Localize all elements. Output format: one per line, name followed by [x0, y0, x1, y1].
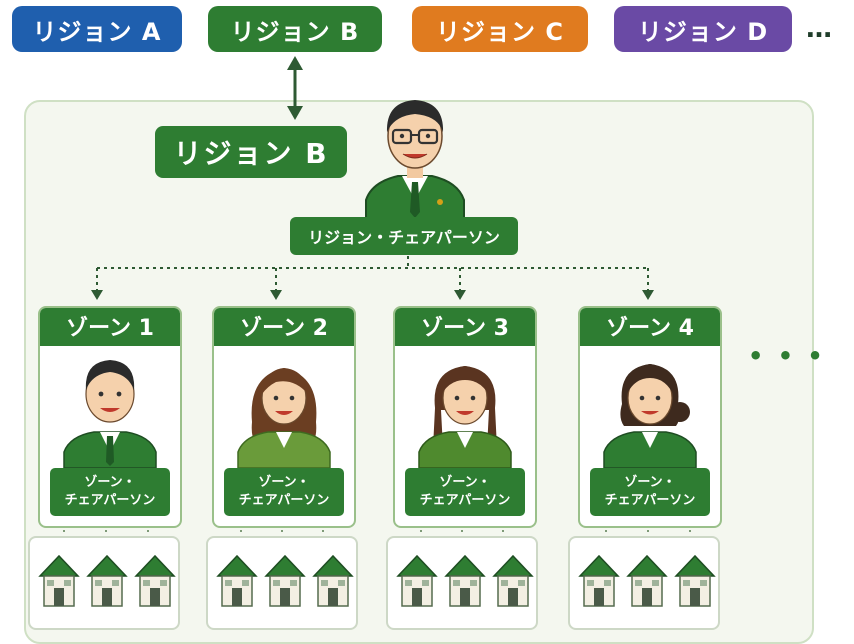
region-pill-d[interactable]: リジョン D [614, 6, 792, 52]
zone-role-line1: ゾーン・ [439, 475, 491, 490]
zone-role-line1: ゾーン・ [258, 475, 310, 490]
zone-role-line1: ゾーン・ [84, 475, 136, 490]
dotted-tree-lines [96, 256, 649, 292]
zone-chairperson-role: ゾーン・ チェアパーソン [224, 468, 344, 516]
zone-card-1[interactable]: ゾーン 1 ゾーン・ チェアパーソン [38, 306, 182, 528]
zone-card-4[interactable]: ゾーン 4 ゾーン・ チェアパーソン [578, 306, 722, 528]
more-regions-ellipsis: … [806, 14, 834, 44]
more-zones-ellipsis: • • • [748, 342, 826, 370]
region-chairperson-role: リジョン・チェアパーソン [290, 217, 518, 255]
zone-chairperson-portrait-woman [603, 364, 697, 468]
zone-title: ゾーン 2 [214, 308, 354, 346]
region-chairperson-portrait [365, 100, 465, 220]
house-icon [313, 555, 353, 607]
houses-layer [39, 555, 715, 607]
zone-chairperson-role: ゾーン・ チェアパーソン [405, 468, 525, 516]
house-icon [445, 555, 485, 607]
house-icon [397, 555, 437, 607]
zone-chairperson-portrait-woman [418, 366, 512, 468]
region-pill-a[interactable]: リジョン A [12, 6, 182, 52]
house-icon [87, 555, 127, 607]
house-icon [579, 555, 619, 607]
zone-card-2[interactable]: ゾーン 2 ゾーン・ チェアパーソン [212, 306, 356, 528]
house-icon [265, 555, 305, 607]
zone-role-line2: チェアパーソン [419, 493, 511, 508]
selected-region-label: リジョン B [155, 126, 347, 178]
zone-title: ゾーン 3 [395, 308, 535, 346]
zone-chairperson-role: ゾーン・ チェアパーソン [50, 468, 170, 516]
zone-role-line2: チェアパーソン [238, 493, 330, 508]
region-pill-b[interactable]: リジョン B [208, 6, 382, 52]
house-icon [627, 555, 667, 607]
zone-role-line2: チェアパーソン [64, 493, 156, 508]
region-pill-c[interactable]: リジョン C [412, 6, 588, 52]
house-icon [675, 555, 715, 607]
zone-role-line2: チェアパーソン [604, 493, 696, 508]
house-icon [39, 555, 79, 607]
zone-role-line1: ゾーン・ [624, 475, 676, 490]
zone-chairperson-role: ゾーン・ チェアパーソン [590, 468, 710, 516]
house-icon [493, 555, 533, 607]
zone-chairperson-portrait-woman [237, 368, 331, 468]
zone-chairperson-portrait-man [63, 360, 157, 468]
zone-title: ゾーン 4 [580, 308, 720, 346]
house-icon [217, 555, 257, 607]
zone-title: ゾーン 1 [40, 308, 180, 346]
house-icon [135, 555, 175, 607]
zone-card-3[interactable]: ゾーン 3 ゾーン・ チェアパーソン [393, 306, 537, 528]
double-arrow-icon [287, 56, 303, 120]
